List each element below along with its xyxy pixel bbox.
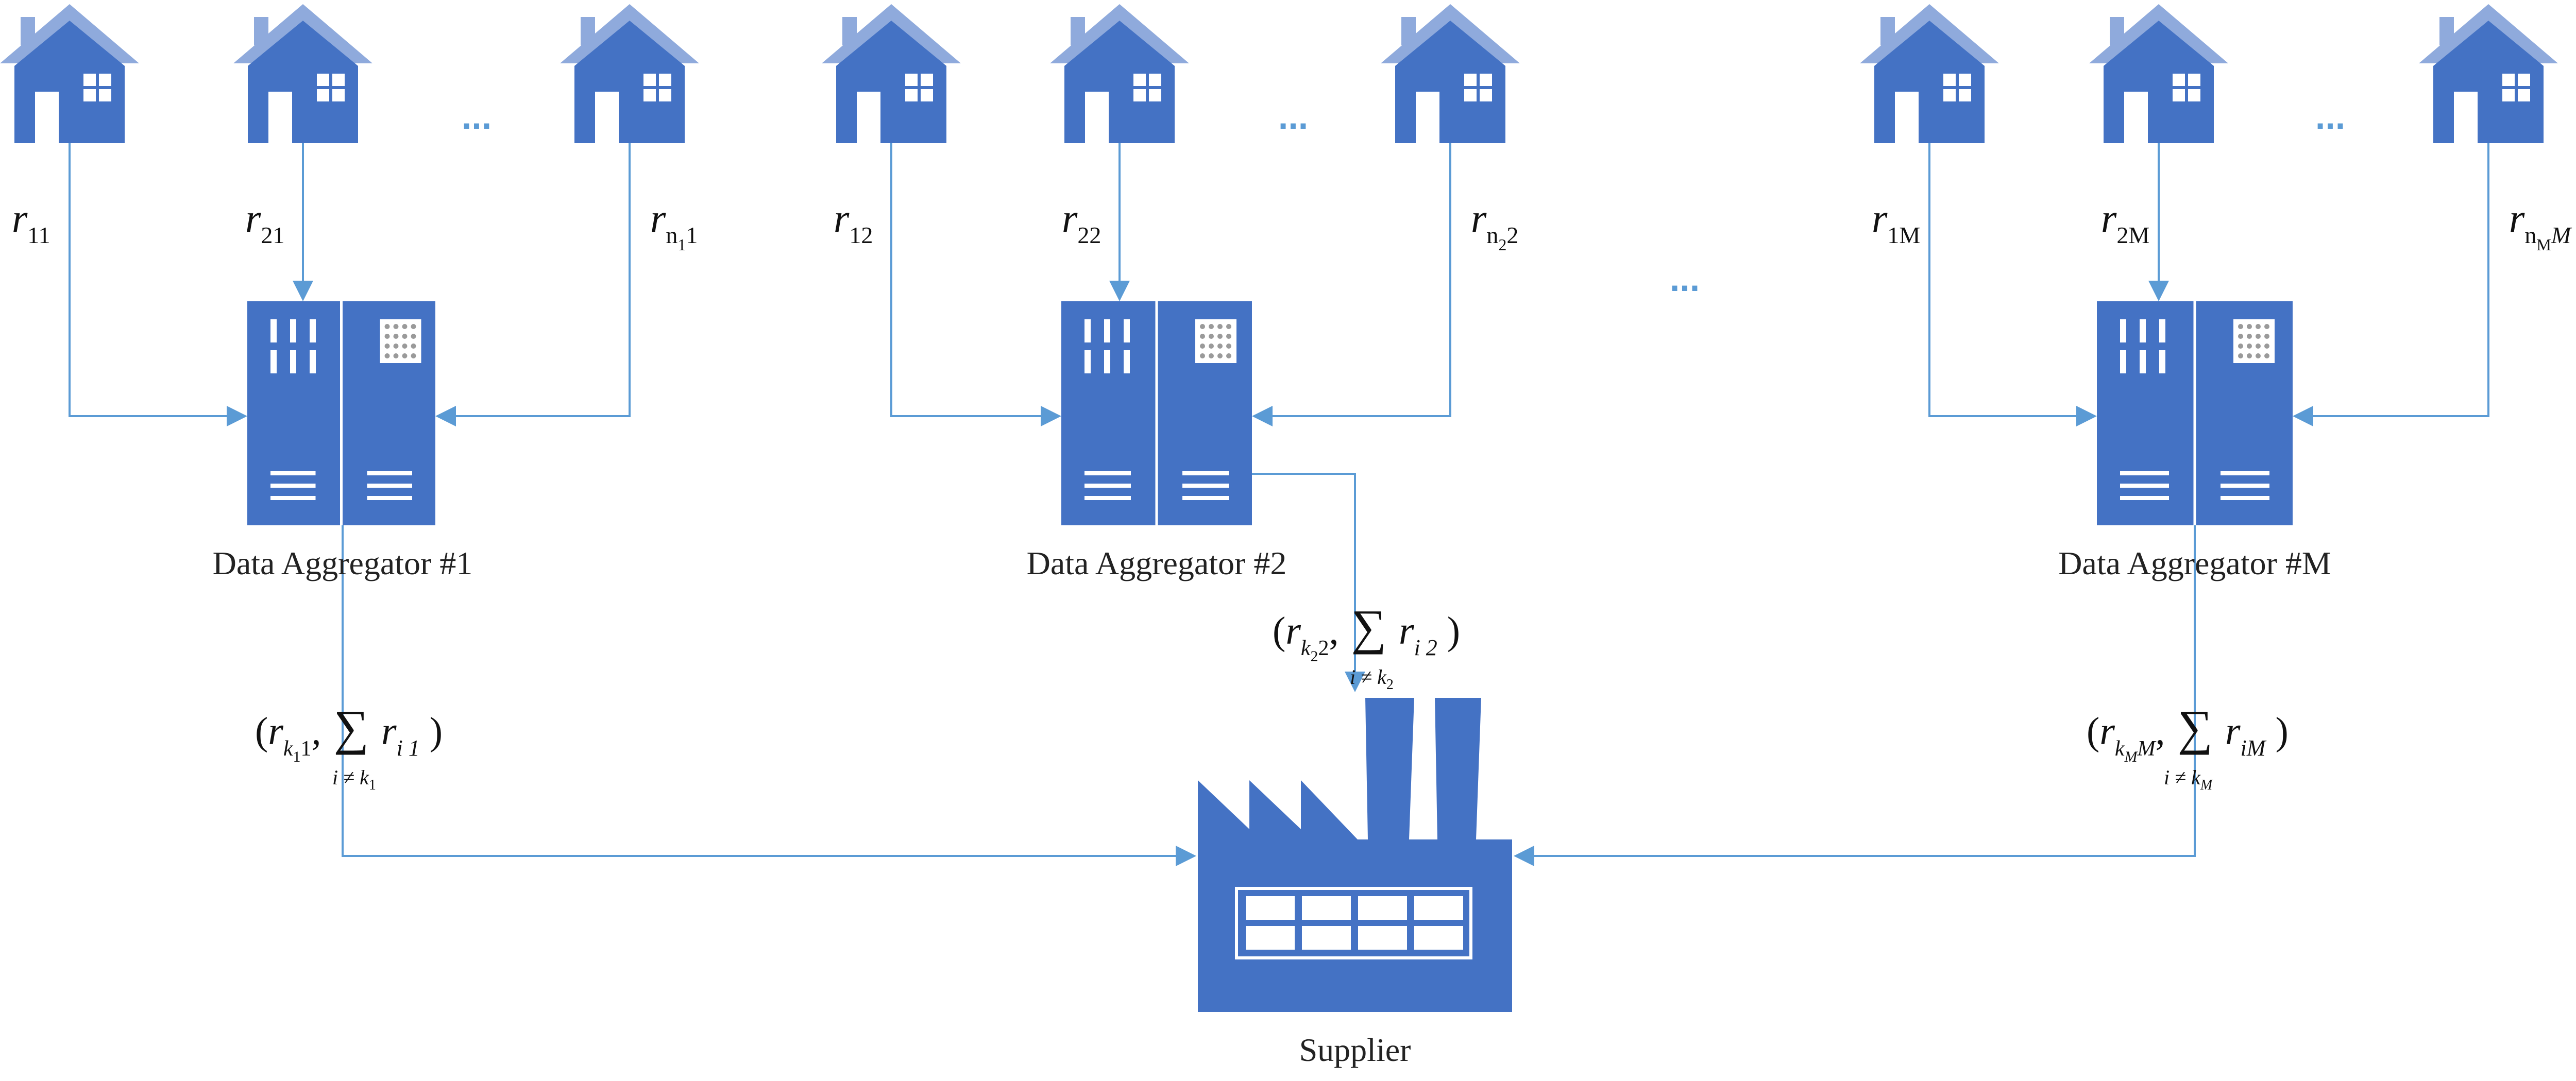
reading-middle-3: r2M bbox=[2101, 196, 2149, 248]
sum-label-M: (rkMM, ∑ riM )i ≠ kM bbox=[2087, 700, 2289, 793]
house-icon-3-left bbox=[1860, 4, 1999, 143]
factory-icon bbox=[1198, 698, 1512, 1012]
svg-text:(rkMM, ∑ riM ): (rkMM, ∑ riM ) bbox=[2087, 700, 2289, 765]
houses-ellipsis-1: ... bbox=[462, 96, 492, 136]
clusters-ellipsis: ... bbox=[1670, 259, 1700, 299]
link-aggregator-1-supplier bbox=[342, 525, 1196, 866]
svg-text:(rk11, ∑ ri 1 ): (rk11, ∑ ri 1 ) bbox=[255, 700, 443, 765]
svg-text:i ≠ k1: i ≠ k1 bbox=[332, 766, 376, 793]
reading-middle-2: r22 bbox=[1062, 196, 1101, 248]
sum-label-1: (rk11, ∑ ri 1 )i ≠ k1 bbox=[255, 700, 443, 793]
factory-layer bbox=[1198, 698, 1512, 1012]
link-house-right-1 bbox=[435, 143, 631, 426]
house-icon-2-right bbox=[1381, 4, 1520, 143]
svg-text:(rk22, ∑ ri 2 ): (rk22, ∑ ri 2 ) bbox=[1273, 599, 1460, 665]
sum-label-2: (rk22, ∑ ri 2 )i ≠ k2 bbox=[1273, 599, 1460, 693]
server-icon-1 bbox=[247, 301, 435, 525]
reading-right-2: rn22 bbox=[1471, 196, 1518, 254]
house-icon-1-middle bbox=[233, 4, 372, 143]
reading-right-3: rnMM bbox=[2509, 196, 2572, 254]
houses-ellipsis-3: ... bbox=[2315, 96, 2345, 136]
link-house-right-2 bbox=[1252, 143, 1451, 426]
link-house-left-3 bbox=[1928, 143, 2097, 426]
svg-text:i ≠ k2: i ≠ k2 bbox=[1350, 665, 1394, 693]
house-icon-1-left bbox=[0, 4, 139, 143]
reading-left-3: r1M bbox=[1872, 196, 1920, 248]
link-aggregator-2-supplier bbox=[1252, 473, 1365, 692]
reading-left-2: r12 bbox=[834, 196, 873, 248]
house-icon-2-left bbox=[822, 4, 961, 143]
house-icon-2-middle bbox=[1050, 4, 1189, 143]
reading-right-1: rn11 bbox=[650, 196, 698, 254]
server-icon-2 bbox=[1061, 301, 1252, 525]
link-aggregator-M-supplier bbox=[1514, 525, 2196, 866]
aggregator-label-3: Data Aggregator #M bbox=[2058, 545, 2331, 581]
aggregator-label-1: Data Aggregator #1 bbox=[213, 545, 473, 581]
svg-text:i ≠ kM: i ≠ kM bbox=[2164, 766, 2213, 793]
reading-left-1: r11 bbox=[12, 196, 50, 248]
server-icon-3 bbox=[2097, 301, 2293, 525]
link-house-left-2 bbox=[890, 143, 1061, 426]
servers-layer bbox=[247, 301, 2293, 525]
houses-ellipsis-2: ... bbox=[1278, 96, 1308, 136]
house-icon-1-right bbox=[560, 4, 699, 143]
link-house-left-1 bbox=[69, 143, 247, 426]
reading-middle-1: r21 bbox=[245, 196, 284, 248]
house-icon-3-middle bbox=[2089, 4, 2228, 143]
houses-layer bbox=[0, 4, 2558, 143]
connector-lines bbox=[69, 143, 2489, 866]
aggregator-label-2: Data Aggregator #2 bbox=[1027, 545, 1287, 581]
supplier-label: Supplier bbox=[1299, 1032, 1411, 1068]
link-house-right-3 bbox=[2293, 143, 2489, 426]
house-icon-3-right bbox=[2419, 4, 2558, 143]
